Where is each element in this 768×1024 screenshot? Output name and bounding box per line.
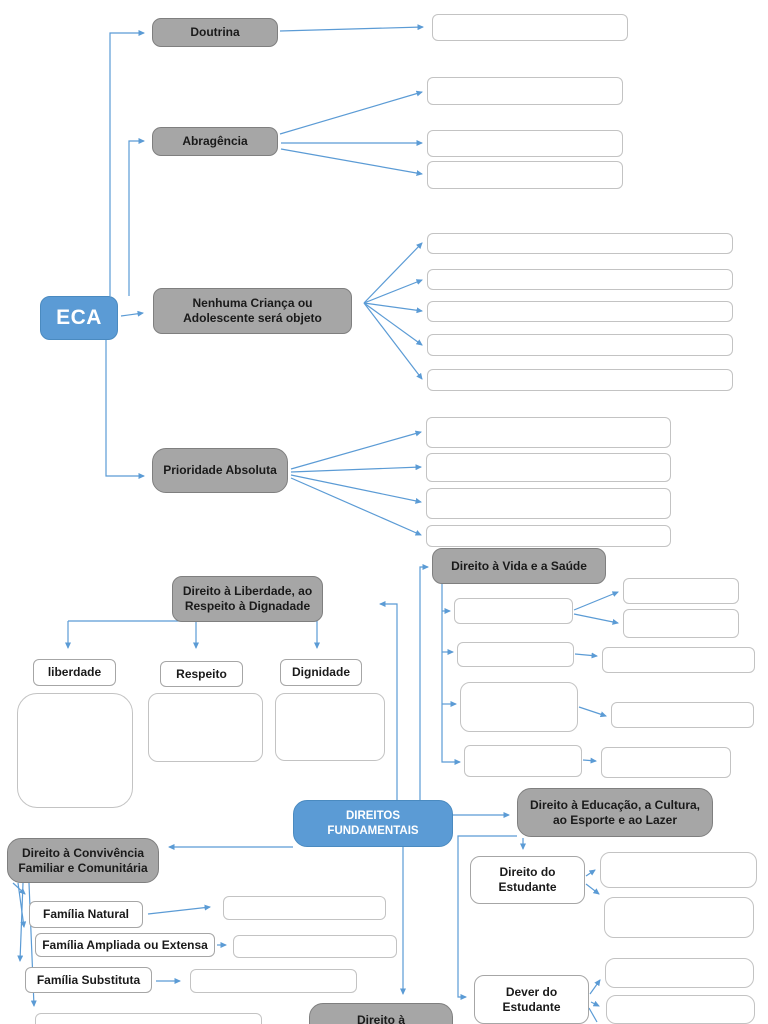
node-direito-vida-saude: Direito à Vida e a Saúde xyxy=(432,548,606,584)
node-familia-ampliada: Família Ampliada ou Extensa xyxy=(35,933,215,957)
node-direito-a: Direito à xyxy=(309,1003,453,1024)
empty-node xyxy=(427,233,733,254)
node-direito-convivencia: Direito à Convivência Familiar e Comunit… xyxy=(7,838,159,883)
node-direito-estudante: Direito do Estudante xyxy=(470,856,585,904)
empty-node xyxy=(426,453,671,482)
empty-node xyxy=(427,301,733,322)
node-familia-substituta: Família Substituta xyxy=(25,967,152,993)
empty-node xyxy=(605,958,754,988)
empty-node xyxy=(427,269,733,290)
node-eca: ECA xyxy=(40,296,118,340)
node-nenhuma-crianca: Nenhuma Criança ou Adolescente será obje… xyxy=(153,288,352,334)
empty-node xyxy=(600,852,757,888)
empty-node xyxy=(233,935,397,958)
empty-node xyxy=(148,693,263,762)
empty-node xyxy=(190,969,357,993)
empty-node xyxy=(426,417,671,448)
node-respeito: Respeito xyxy=(160,661,243,687)
empty-node xyxy=(606,995,755,1024)
empty-node xyxy=(17,693,133,808)
empty-node xyxy=(427,77,623,105)
empty-node xyxy=(602,647,755,673)
empty-node xyxy=(275,693,385,761)
empty-node xyxy=(464,745,582,777)
node-dignidade: Dignidade xyxy=(280,659,362,686)
empty-node xyxy=(623,578,739,604)
empty-node xyxy=(604,897,754,938)
node-prioridade-absoluta: Prioridade Absoluta xyxy=(152,448,288,493)
node-dever-estudante: Dever do Estudante xyxy=(474,975,589,1024)
empty-node xyxy=(427,369,733,391)
node-doutrina: Doutrina xyxy=(152,18,278,47)
node-direito-educacao: Direito à Educação, a Cultura, ao Esport… xyxy=(517,788,713,837)
empty-node xyxy=(460,682,578,732)
empty-node xyxy=(427,130,623,157)
empty-node xyxy=(611,702,754,728)
empty-node xyxy=(457,642,574,667)
empty-node xyxy=(432,14,628,41)
empty-node xyxy=(223,896,386,920)
empty-node xyxy=(454,598,573,624)
node-familia-natural: Família Natural xyxy=(29,901,143,928)
node-abragencia: Abragência xyxy=(152,127,278,156)
empty-node xyxy=(35,1013,262,1024)
node-direitos-fundamentais: DIREITOS FUNDAMENTAIS xyxy=(293,800,453,847)
empty-node xyxy=(426,525,671,547)
empty-node xyxy=(427,334,733,356)
empty-node xyxy=(623,609,739,638)
node-direito-liberdade-respeito: Direito à Liberdade, ao Respeito à Digna… xyxy=(172,576,323,622)
empty-node xyxy=(427,161,623,189)
node-liberdade: liberdade xyxy=(33,659,116,686)
empty-node xyxy=(426,488,671,519)
empty-node xyxy=(601,747,731,778)
